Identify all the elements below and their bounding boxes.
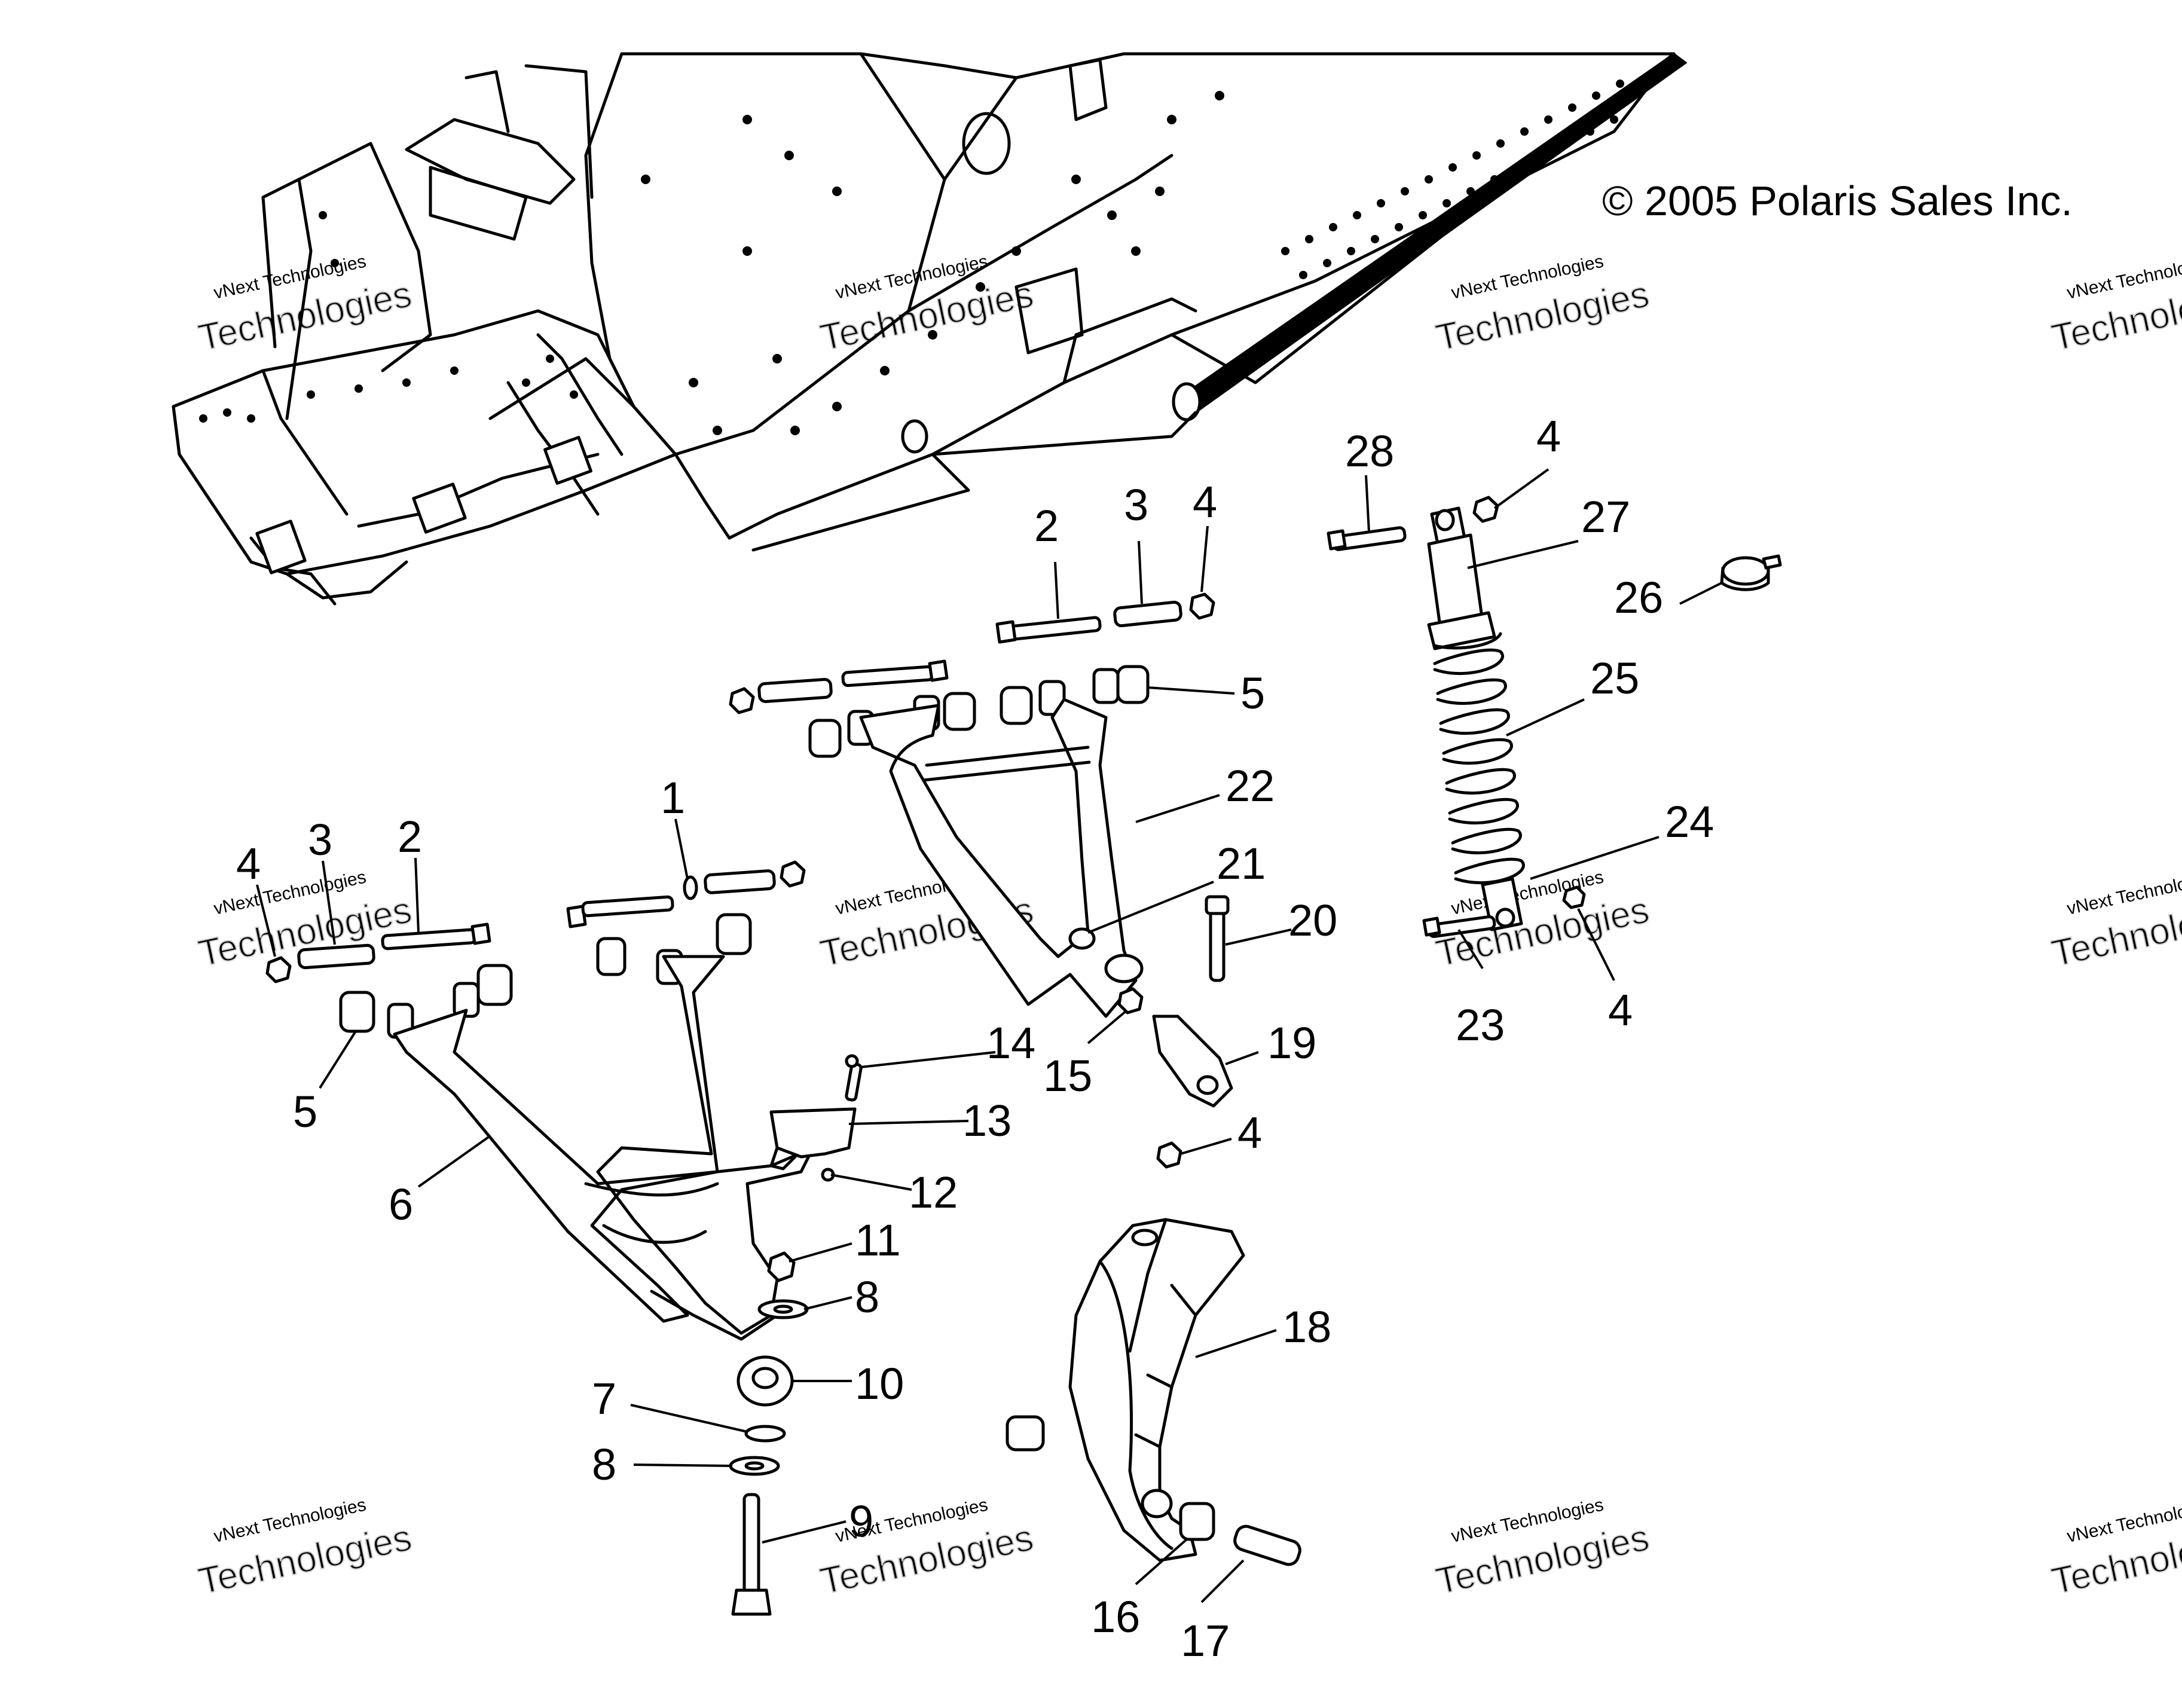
copyright-notice: © 2005 Polaris Sales Inc. xyxy=(1602,178,2073,224)
shock xyxy=(1427,506,1525,931)
callout-28: 28 xyxy=(1345,426,1394,476)
callout-25: 25 xyxy=(1590,653,1639,703)
watermark: vNext Technologies Technologies xyxy=(194,252,415,360)
nut xyxy=(1156,1141,1182,1169)
shock-assembly xyxy=(1327,496,1782,939)
pin-17 xyxy=(1233,1524,1301,1566)
callout-24: 24 xyxy=(1665,797,1714,847)
callout-8: 8 xyxy=(855,1272,879,1322)
brake-line-bracket xyxy=(769,1054,863,1182)
callout-8: 8 xyxy=(592,1440,616,1489)
callout-22: 22 xyxy=(1226,761,1275,811)
sleeve-3-upper xyxy=(1113,600,1182,628)
bolt-28 xyxy=(1327,526,1407,551)
spindle-18 xyxy=(1006,1218,1245,1562)
callout-6: 6 xyxy=(389,1180,413,1229)
clamp-26 xyxy=(1720,554,1782,591)
watermark: vNext Technologies Technologies xyxy=(2047,1495,2182,1603)
washer-8-lower xyxy=(729,1456,780,1476)
callout-2: 2 xyxy=(1034,501,1059,551)
callout-4: 4 xyxy=(1193,477,1217,527)
callout-10: 10 xyxy=(855,1359,904,1408)
nut xyxy=(1562,885,1586,909)
callout-1: 1 xyxy=(661,773,685,823)
callout-4: 4 xyxy=(236,839,261,888)
callout-19: 19 xyxy=(1267,1018,1316,1068)
upper-a-arm xyxy=(729,592,1233,1169)
bolt-23 xyxy=(1422,915,1496,939)
bolt-20 xyxy=(1205,895,1230,982)
ball-joint-10 xyxy=(736,1355,794,1407)
watermark: vNext Technologies Technologies xyxy=(1432,1495,1653,1603)
callout-14: 14 xyxy=(986,1018,1035,1068)
callout-17: 17 xyxy=(1181,1616,1230,1666)
callout-13: 13 xyxy=(962,1096,1011,1145)
callout-4: 4 xyxy=(1536,411,1561,461)
callout-12: 12 xyxy=(909,1168,958,1217)
callout-4: 4 xyxy=(1608,985,1633,1035)
perforations xyxy=(641,80,1624,435)
callout-16: 16 xyxy=(1091,1592,1140,1642)
tie-rod-end-19 xyxy=(1152,1015,1233,1108)
bolt-9 xyxy=(731,1493,772,1616)
callout-7: 7 xyxy=(592,1374,616,1423)
nut xyxy=(1472,496,1499,523)
bolt-2-upper xyxy=(995,616,1102,644)
callout-27: 27 xyxy=(1581,492,1630,542)
callout-23: 23 xyxy=(1456,1000,1505,1050)
callout-15: 15 xyxy=(1043,1051,1092,1101)
callout-26: 26 xyxy=(1614,573,1663,622)
watermark: vNext Technologies Technologies xyxy=(194,1495,415,1603)
callout-3: 3 xyxy=(308,815,332,864)
nut-15 xyxy=(1117,987,1144,1015)
callout-9: 9 xyxy=(849,1496,873,1546)
nut-11 xyxy=(767,1251,796,1282)
watermark: vNext Technologies Technologies xyxy=(2047,867,2182,976)
watermark: vNext Technologies Technologies xyxy=(2047,252,2182,360)
snap-ring-7 xyxy=(744,1425,786,1443)
bushing-16 xyxy=(1179,1502,1215,1541)
callout-11: 11 xyxy=(855,1215,901,1265)
chassis-frame xyxy=(172,52,1688,606)
callout-5: 5 xyxy=(1240,668,1265,718)
callout-20: 20 xyxy=(1288,896,1337,945)
frame-holes xyxy=(199,211,578,423)
lower-a-arm xyxy=(265,860,815,1616)
nut xyxy=(1189,592,1215,620)
callouts: 28 4 27 26 25 24 23 4 2 3 4 5 22 21 20 1… xyxy=(236,411,1714,1666)
washer-8-upper xyxy=(757,1299,809,1319)
callout-4: 4 xyxy=(1237,1108,1262,1157)
callout-21: 21 xyxy=(1217,839,1266,888)
callout-2: 2 xyxy=(398,812,422,861)
callout-5: 5 xyxy=(293,1087,317,1136)
callout-3: 3 xyxy=(1124,480,1148,530)
leader-lines xyxy=(256,468,1722,1603)
callout-18: 18 xyxy=(1282,1302,1331,1352)
watermark: vNext Technologies Technologies xyxy=(1432,252,1653,360)
watermark: vNext Technologies Technologies xyxy=(816,1495,1037,1603)
